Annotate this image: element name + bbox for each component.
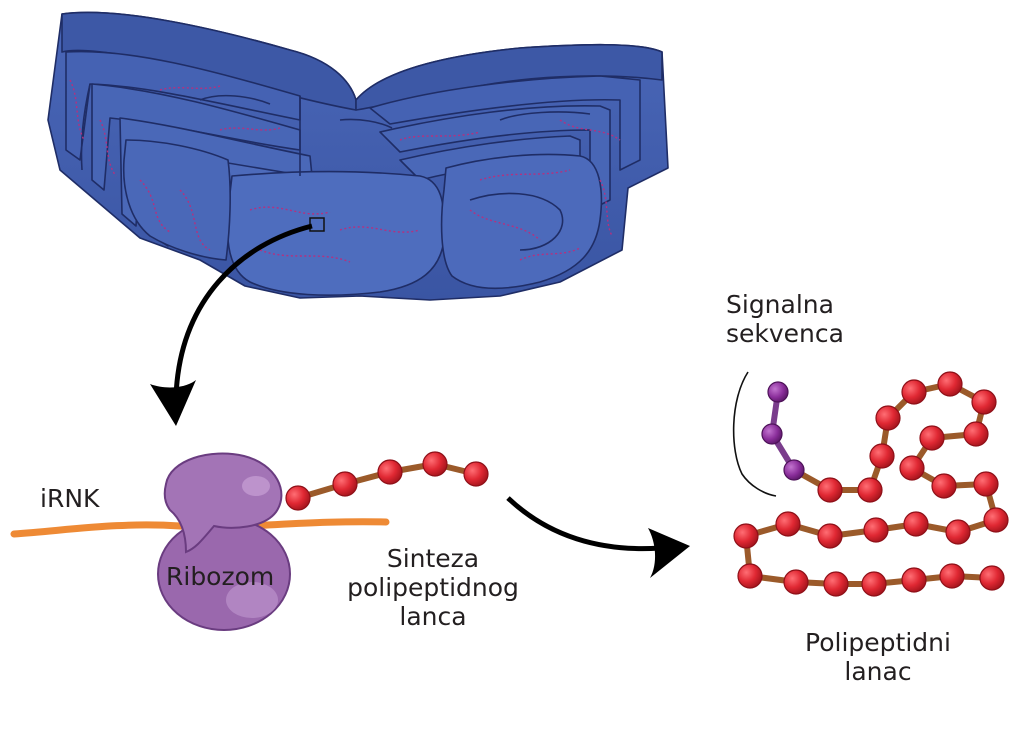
amino-acid: [332, 471, 358, 497]
signal-amino-acid: [783, 459, 805, 481]
mrna-label: iRNK: [40, 484, 100, 513]
synthesis-label-line-3: lanca: [399, 602, 467, 631]
ribosome-icon: [157, 452, 291, 631]
signal-amino-acid: [761, 423, 783, 445]
amino-acid: [899, 455, 925, 481]
amino-acid: [817, 523, 843, 549]
curved-arrow-icon-2: [506, 496, 690, 578]
amino-acid: [903, 511, 929, 537]
amino-acid: [973, 471, 999, 497]
signal-amino-acid: [767, 381, 789, 403]
polypeptide-label: Polipeptidni lanac: [778, 628, 978, 686]
amino-acid: [945, 519, 971, 545]
amino-acid: [979, 565, 1005, 591]
amino-acid: [983, 507, 1009, 533]
mrna-strand: [10, 518, 390, 538]
polypeptide-label-line-2: lanac: [844, 657, 912, 686]
amino-acid: [901, 567, 927, 593]
amino-acid: [937, 371, 963, 397]
amino-acid: [875, 405, 901, 431]
amino-acid: [823, 571, 849, 597]
nascent-chain: [285, 451, 489, 511]
polypeptide-label-line-1: Polipeptidni: [805, 628, 951, 657]
amino-acid: [463, 461, 489, 487]
signal-sequence-line-1: Signalna: [726, 290, 834, 319]
amino-acid: [783, 569, 809, 595]
amino-acid: [971, 389, 997, 415]
amino-acid: [422, 451, 448, 477]
synthesis-label-line-1: Sinteza: [386, 544, 480, 573]
amino-acid: [869, 443, 895, 469]
amino-acid: [285, 485, 311, 511]
amino-acid: [863, 517, 889, 543]
amino-acid: [901, 379, 927, 405]
amino-acid: [939, 563, 965, 589]
curved-arrow-icon: [150, 223, 313, 426]
amino-acid: [377, 459, 403, 485]
amino-acid: [857, 477, 883, 503]
bracket-icon: [732, 371, 777, 497]
amino-acid: [817, 477, 843, 503]
amino-acid: [919, 425, 945, 451]
polypeptide-chain: [733, 371, 1009, 597]
synthesis-label-line-2: polipeptidnog: [347, 573, 519, 602]
signal-sequence-line-2: sekvenca: [726, 319, 844, 348]
synthesis-label: Sinteza polipeptidnog lanca: [338, 544, 528, 631]
signal-sequence-label: Signalna sekvenca: [726, 290, 844, 348]
amino-acid: [861, 571, 887, 597]
amino-acid: [931, 473, 957, 499]
amino-acid: [775, 511, 801, 537]
rough-er-icon: [47, 11, 669, 301]
amino-acid: [963, 421, 989, 447]
ribosome-label: Ribozom: [166, 562, 275, 591]
amino-acid: [737, 563, 763, 589]
amino-acid: [733, 523, 759, 549]
er-ribosome-dots: [69, 79, 621, 263]
